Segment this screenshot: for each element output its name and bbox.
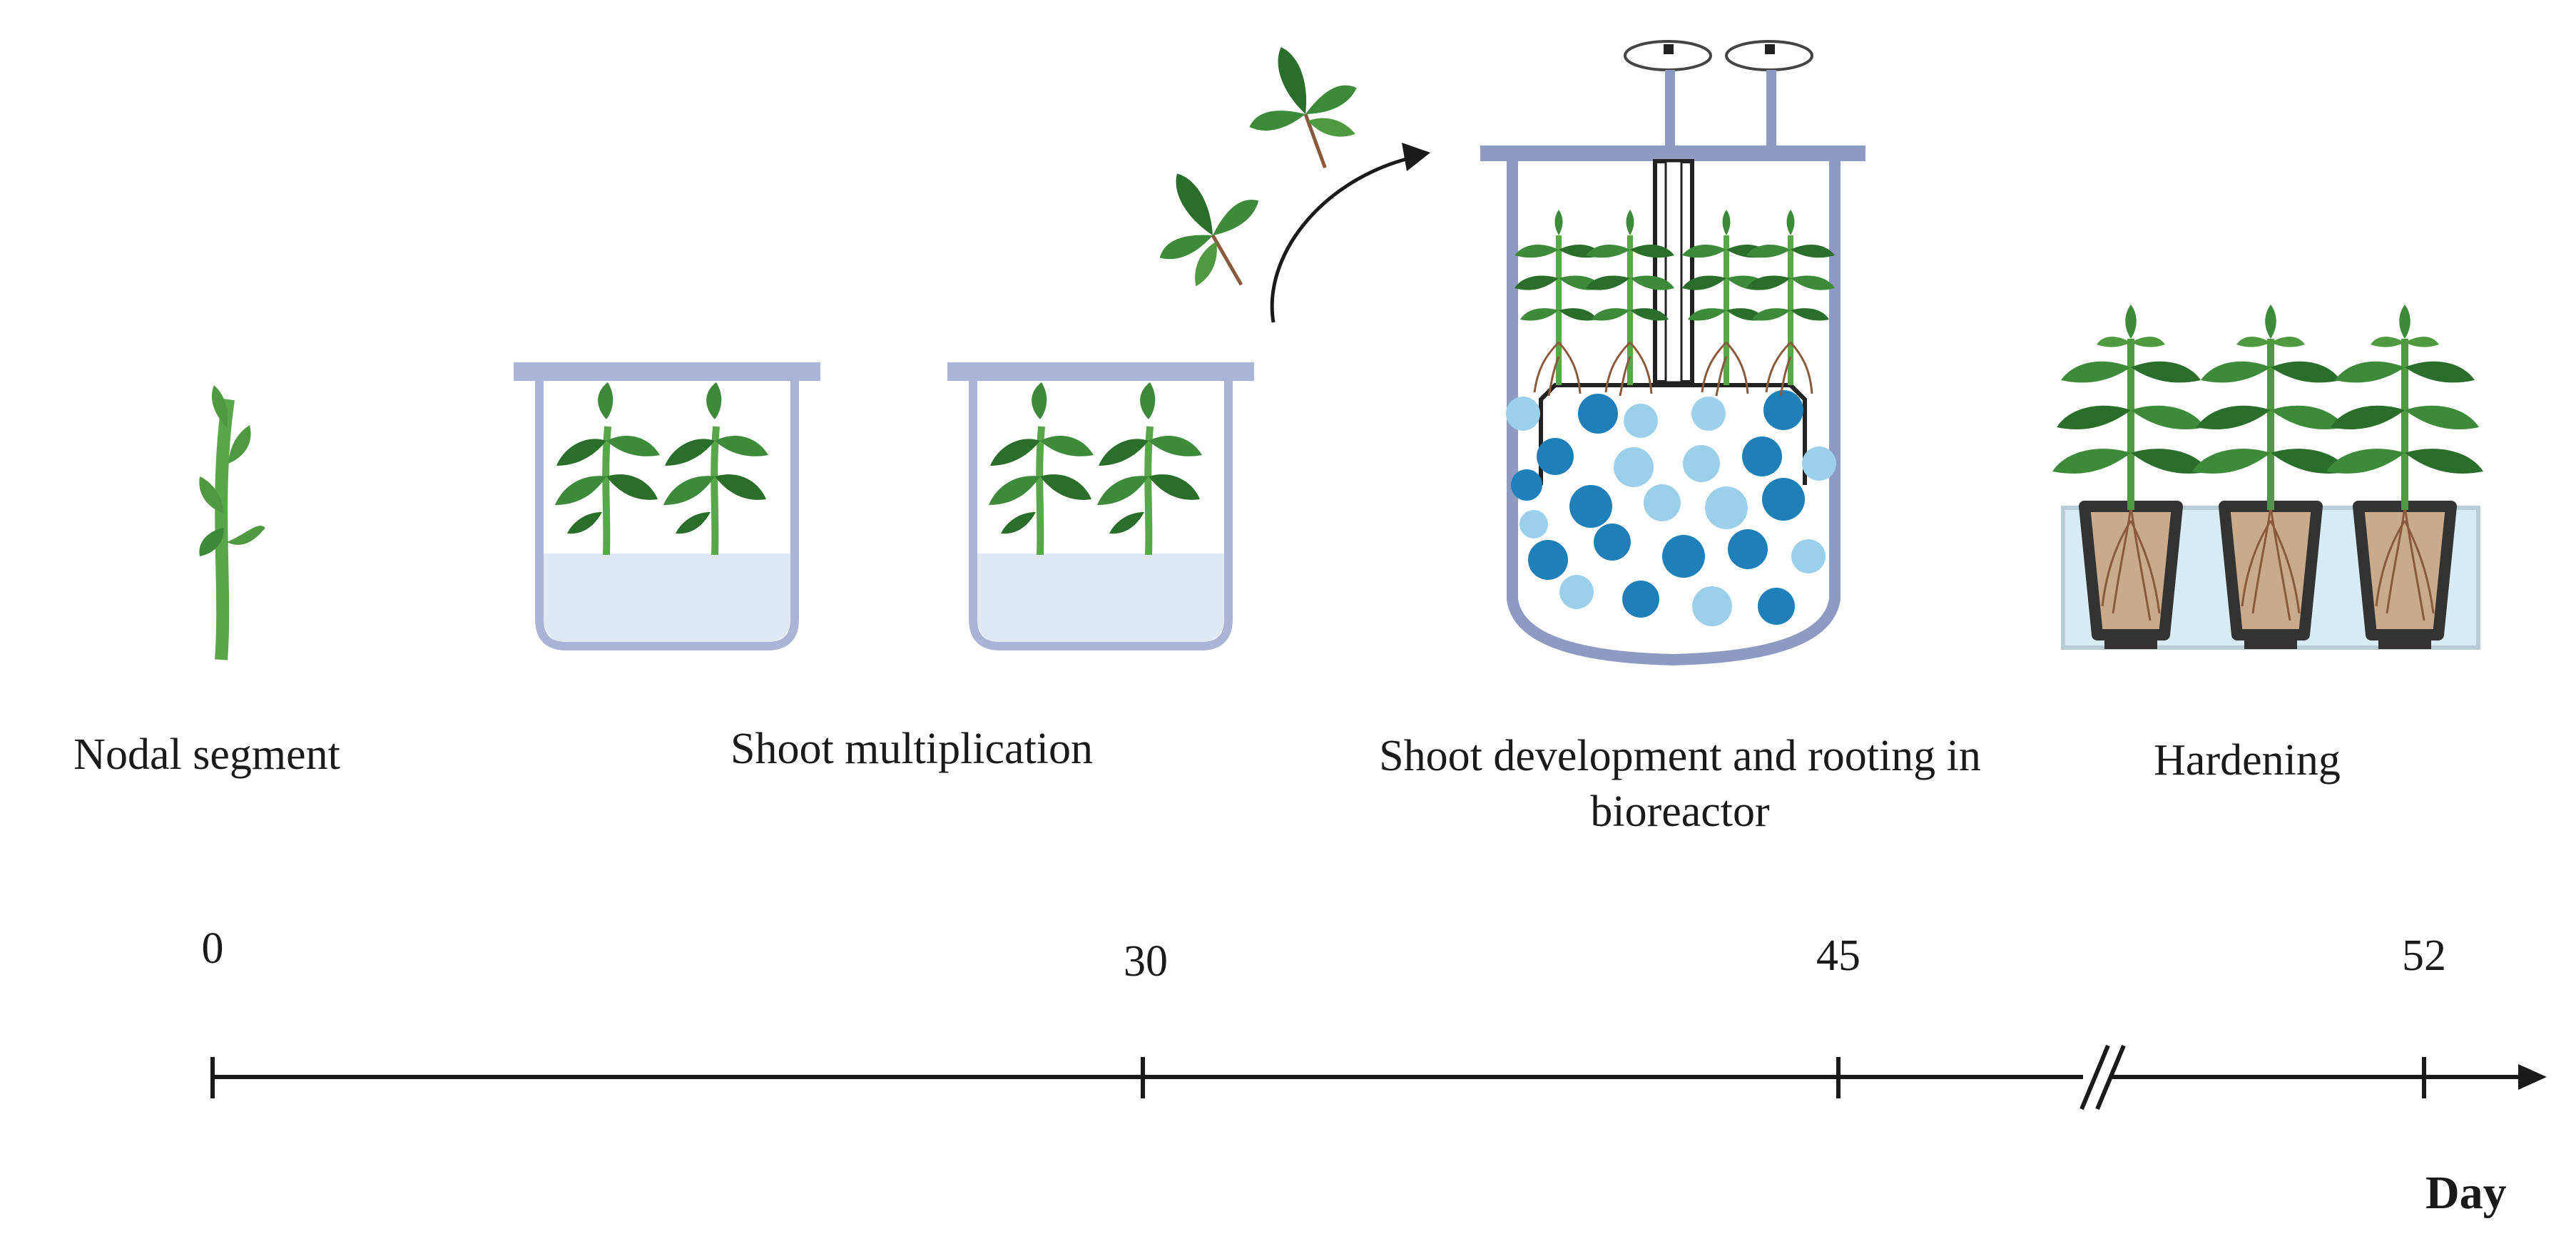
hardening-tray-illustration [2052, 305, 2483, 649]
culture-vessel-1 [514, 362, 820, 646]
curved-transfer-arrow-icon [1270, 143, 1430, 323]
bioreactor-illustration [1480, 40, 1865, 666]
tick-label-52: 52 [2402, 931, 2446, 980]
tick-label-30: 30 [1124, 937, 1168, 986]
stage-label-shoot-multiplication: Shoot multiplication [730, 725, 1094, 773]
axis-break-icon [2079, 1044, 2126, 1110]
stage-label-nodal-segment: Nodal segment [73, 730, 340, 779]
stage-label-bioreactor-line1: Shoot development and rooting in [1379, 732, 1981, 780]
tick-label-45: 45 [1816, 931, 1860, 980]
axis-unit-label: Day [2425, 1167, 2507, 1219]
axis-arrowhead-icon [2518, 1064, 2547, 1090]
stage-label-bioreactor: Shoot development and rooting in bioreac… [1379, 729, 1981, 839]
stage-label-hardening: Hardening [2154, 736, 2341, 785]
stage-label-bioreactor-line2: bioreactor [1590, 787, 1770, 836]
transferred-shoots [1159, 47, 1357, 287]
nodal-segment-illustration [199, 385, 265, 660]
timeline-axis [210, 1044, 2547, 1110]
bubbles [1506, 390, 1836, 626]
culture-vessel-2 [947, 362, 1254, 646]
tick-label-0: 0 [201, 924, 224, 973]
